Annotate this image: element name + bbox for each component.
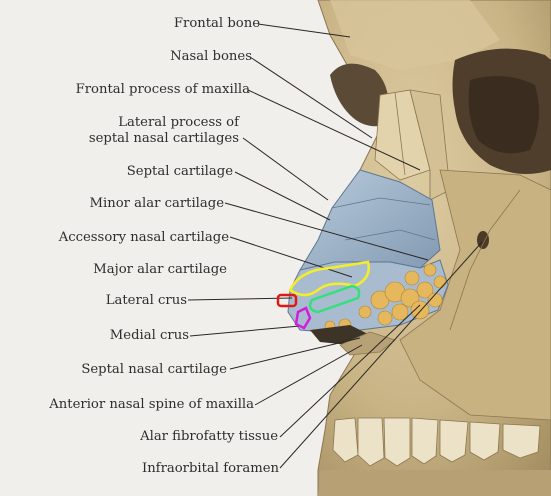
frontal-bone-shape <box>330 0 500 70</box>
label-accessory-nasal: Accessory nasal cartilage <box>58 230 229 245</box>
annotation-green-outline <box>308 284 361 314</box>
label-infraorbital: Infraorbital foramen <box>141 461 279 476</box>
label-frontal-bone: Frontal bone <box>173 16 260 31</box>
label-lateral-process-line1: Lateral process of <box>118 115 239 130</box>
leader-lines <box>187 23 483 469</box>
label-anterior-spine: Anterior nasal spine of maxilla <box>49 397 254 412</box>
label-minor-alar: Minor alar cartilage <box>89 196 224 211</box>
fibrofatty-tissue <box>324 263 447 332</box>
label-major-alar: Major alar cartilage <box>93 262 227 277</box>
left-orbit <box>330 63 389 127</box>
label-nasal-bones: Nasal bones <box>170 49 252 64</box>
label-lateral-crus: Lateral crus <box>105 293 187 308</box>
label-septal-nasal: Septal nasal cartilage <box>81 362 227 377</box>
annotation-magenta-outline <box>294 306 312 330</box>
label-frontal-process: Frontal process of maxilla <box>75 82 250 97</box>
label-alar-fibrofatty: Alar fibrofatty tissue <box>140 429 278 444</box>
maxilla-shape <box>399 169 551 421</box>
label-medial-crus: Medial crus <box>109 328 189 343</box>
frontal-process-shape <box>409 89 451 201</box>
annotation-red-outline <box>276 293 298 308</box>
label-septal-cartilage: Septal cartilage <box>126 164 233 179</box>
teeth <box>332 417 541 467</box>
label-lateral-process-line2: septal nasal cartilages <box>88 131 239 146</box>
